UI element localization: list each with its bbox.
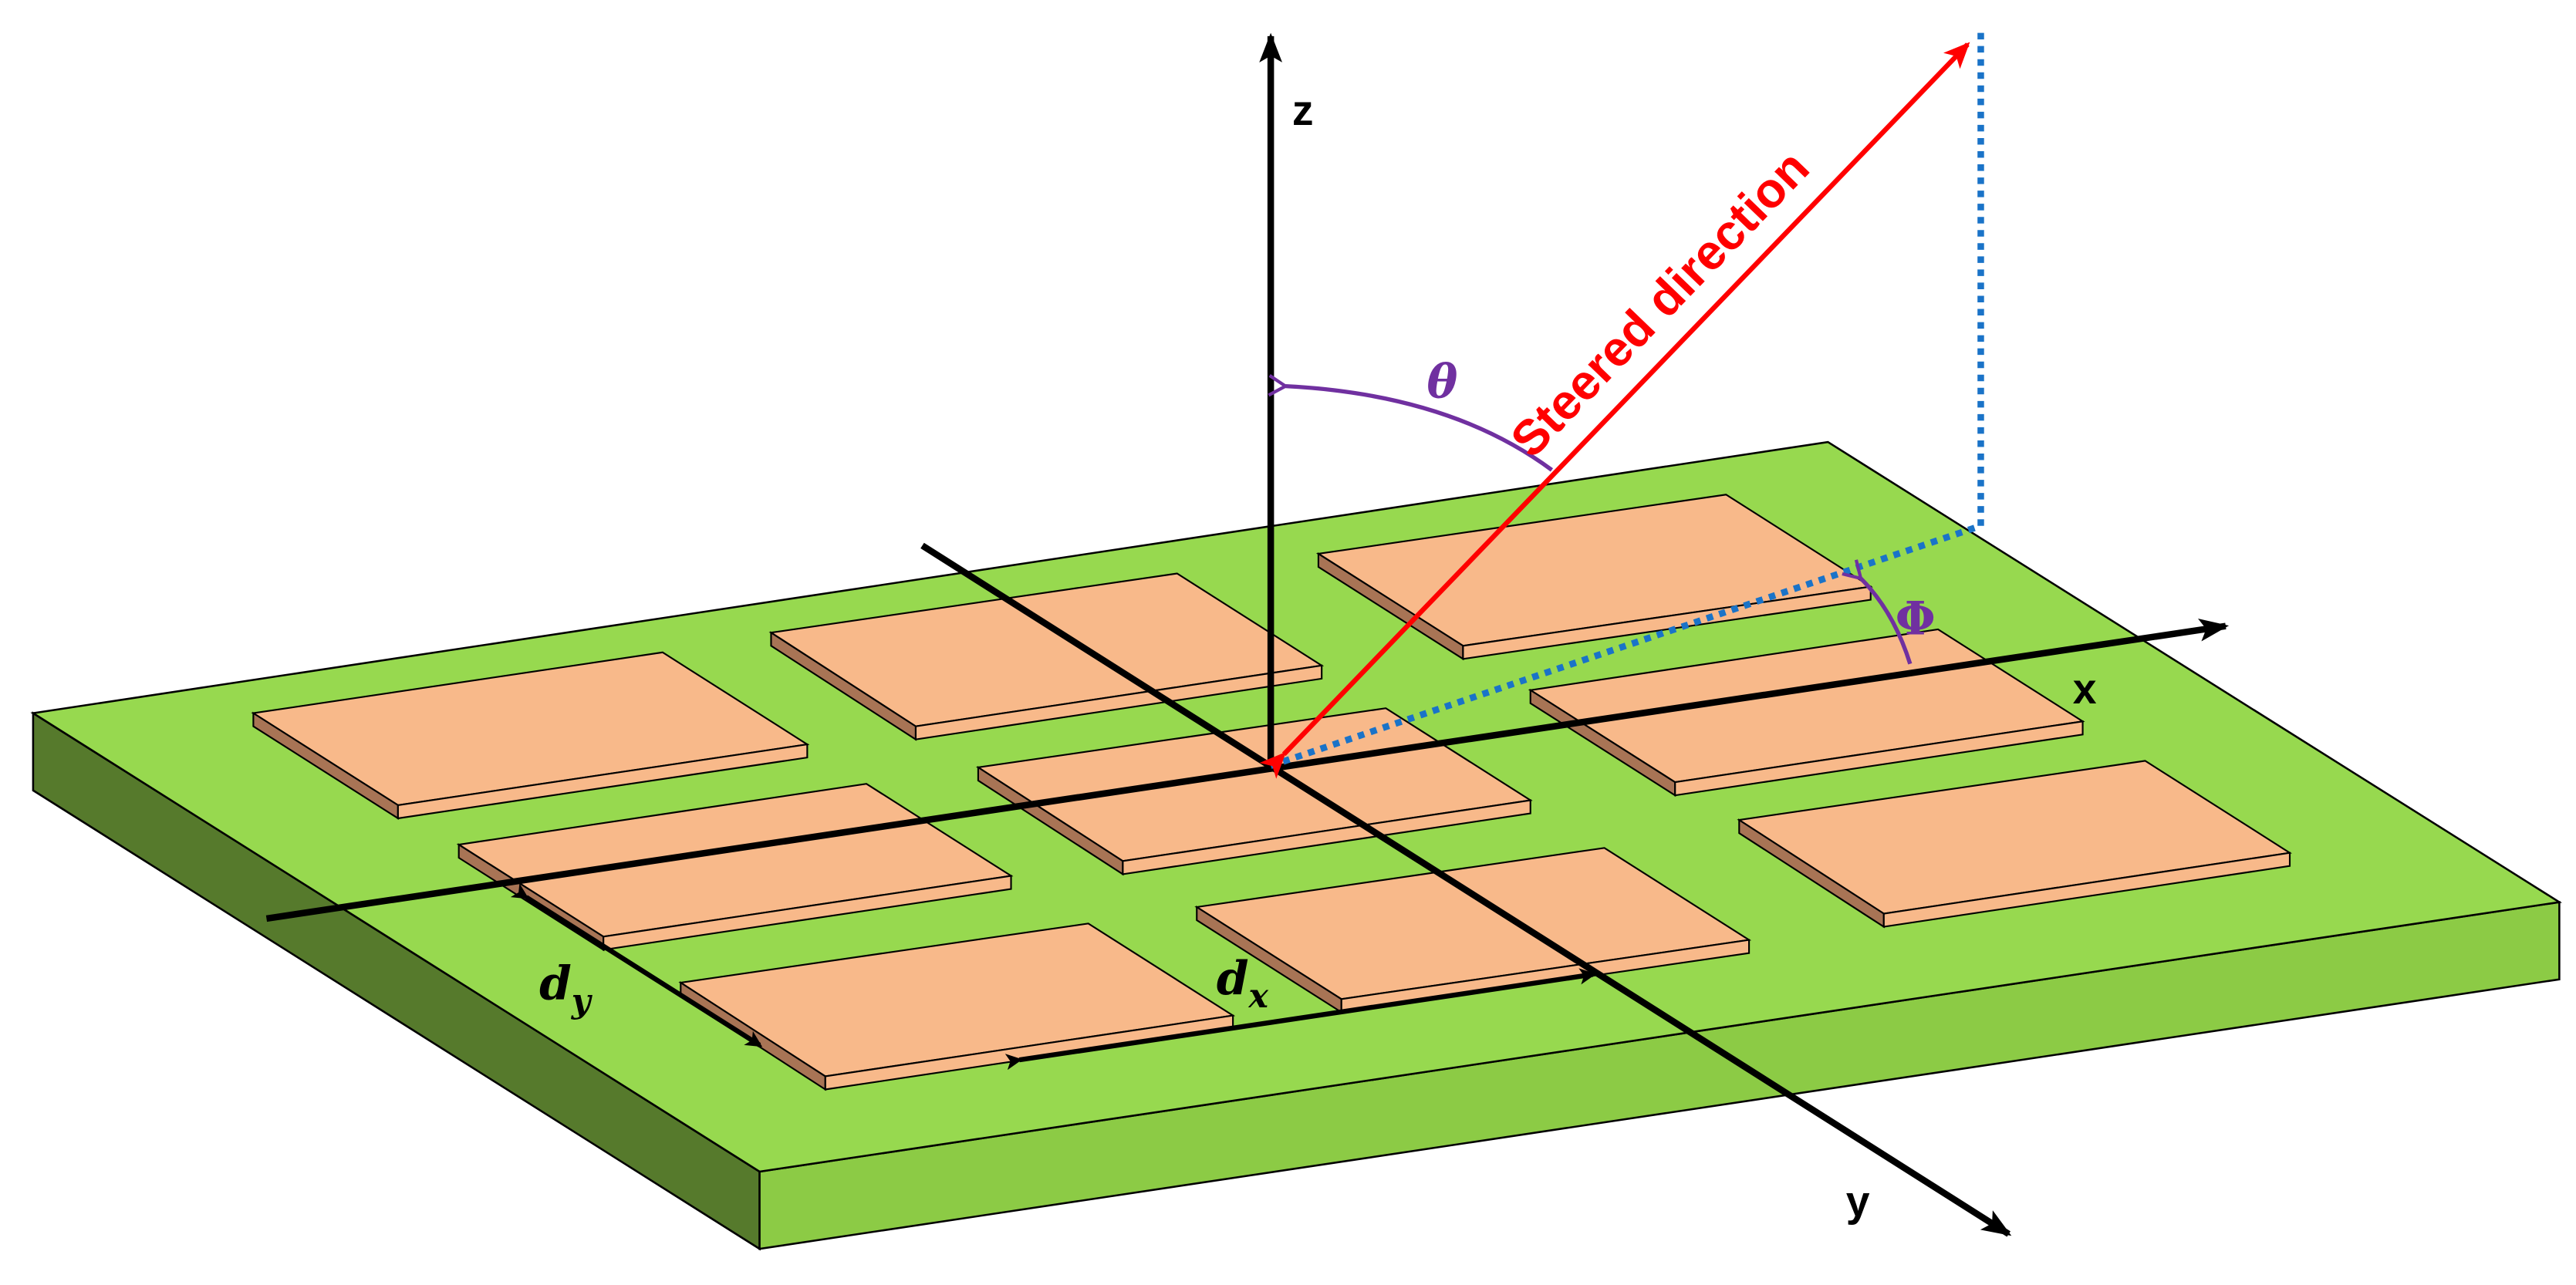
patch-element	[1737, 760, 2292, 929]
dy-label: dy	[539, 956, 593, 1020]
dx-label: dx	[1217, 952, 1269, 1016]
z-axis-label: z	[1292, 86, 1314, 134]
patch-element	[251, 651, 810, 820]
dx-dimension-arrow	[1004, 968, 1596, 1071]
y-axis-label: y	[1846, 1178, 1870, 1226]
phi-arc	[1842, 559, 1913, 665]
theta-label: θ	[1427, 356, 1458, 410]
projection-lines	[1269, 32, 1984, 769]
steered-direction-arrow	[1259, 42, 1970, 779]
y-axis	[920, 542, 2012, 1237]
x-axis-label: x	[2073, 665, 2097, 713]
patch-element	[768, 572, 1325, 741]
phi-label: Φ	[1896, 592, 1936, 646]
theta-arc	[1268, 374, 1554, 472]
dy-dimension-arrow	[510, 883, 763, 1047]
steered-direction-label: Steered direction	[1500, 140, 1819, 468]
